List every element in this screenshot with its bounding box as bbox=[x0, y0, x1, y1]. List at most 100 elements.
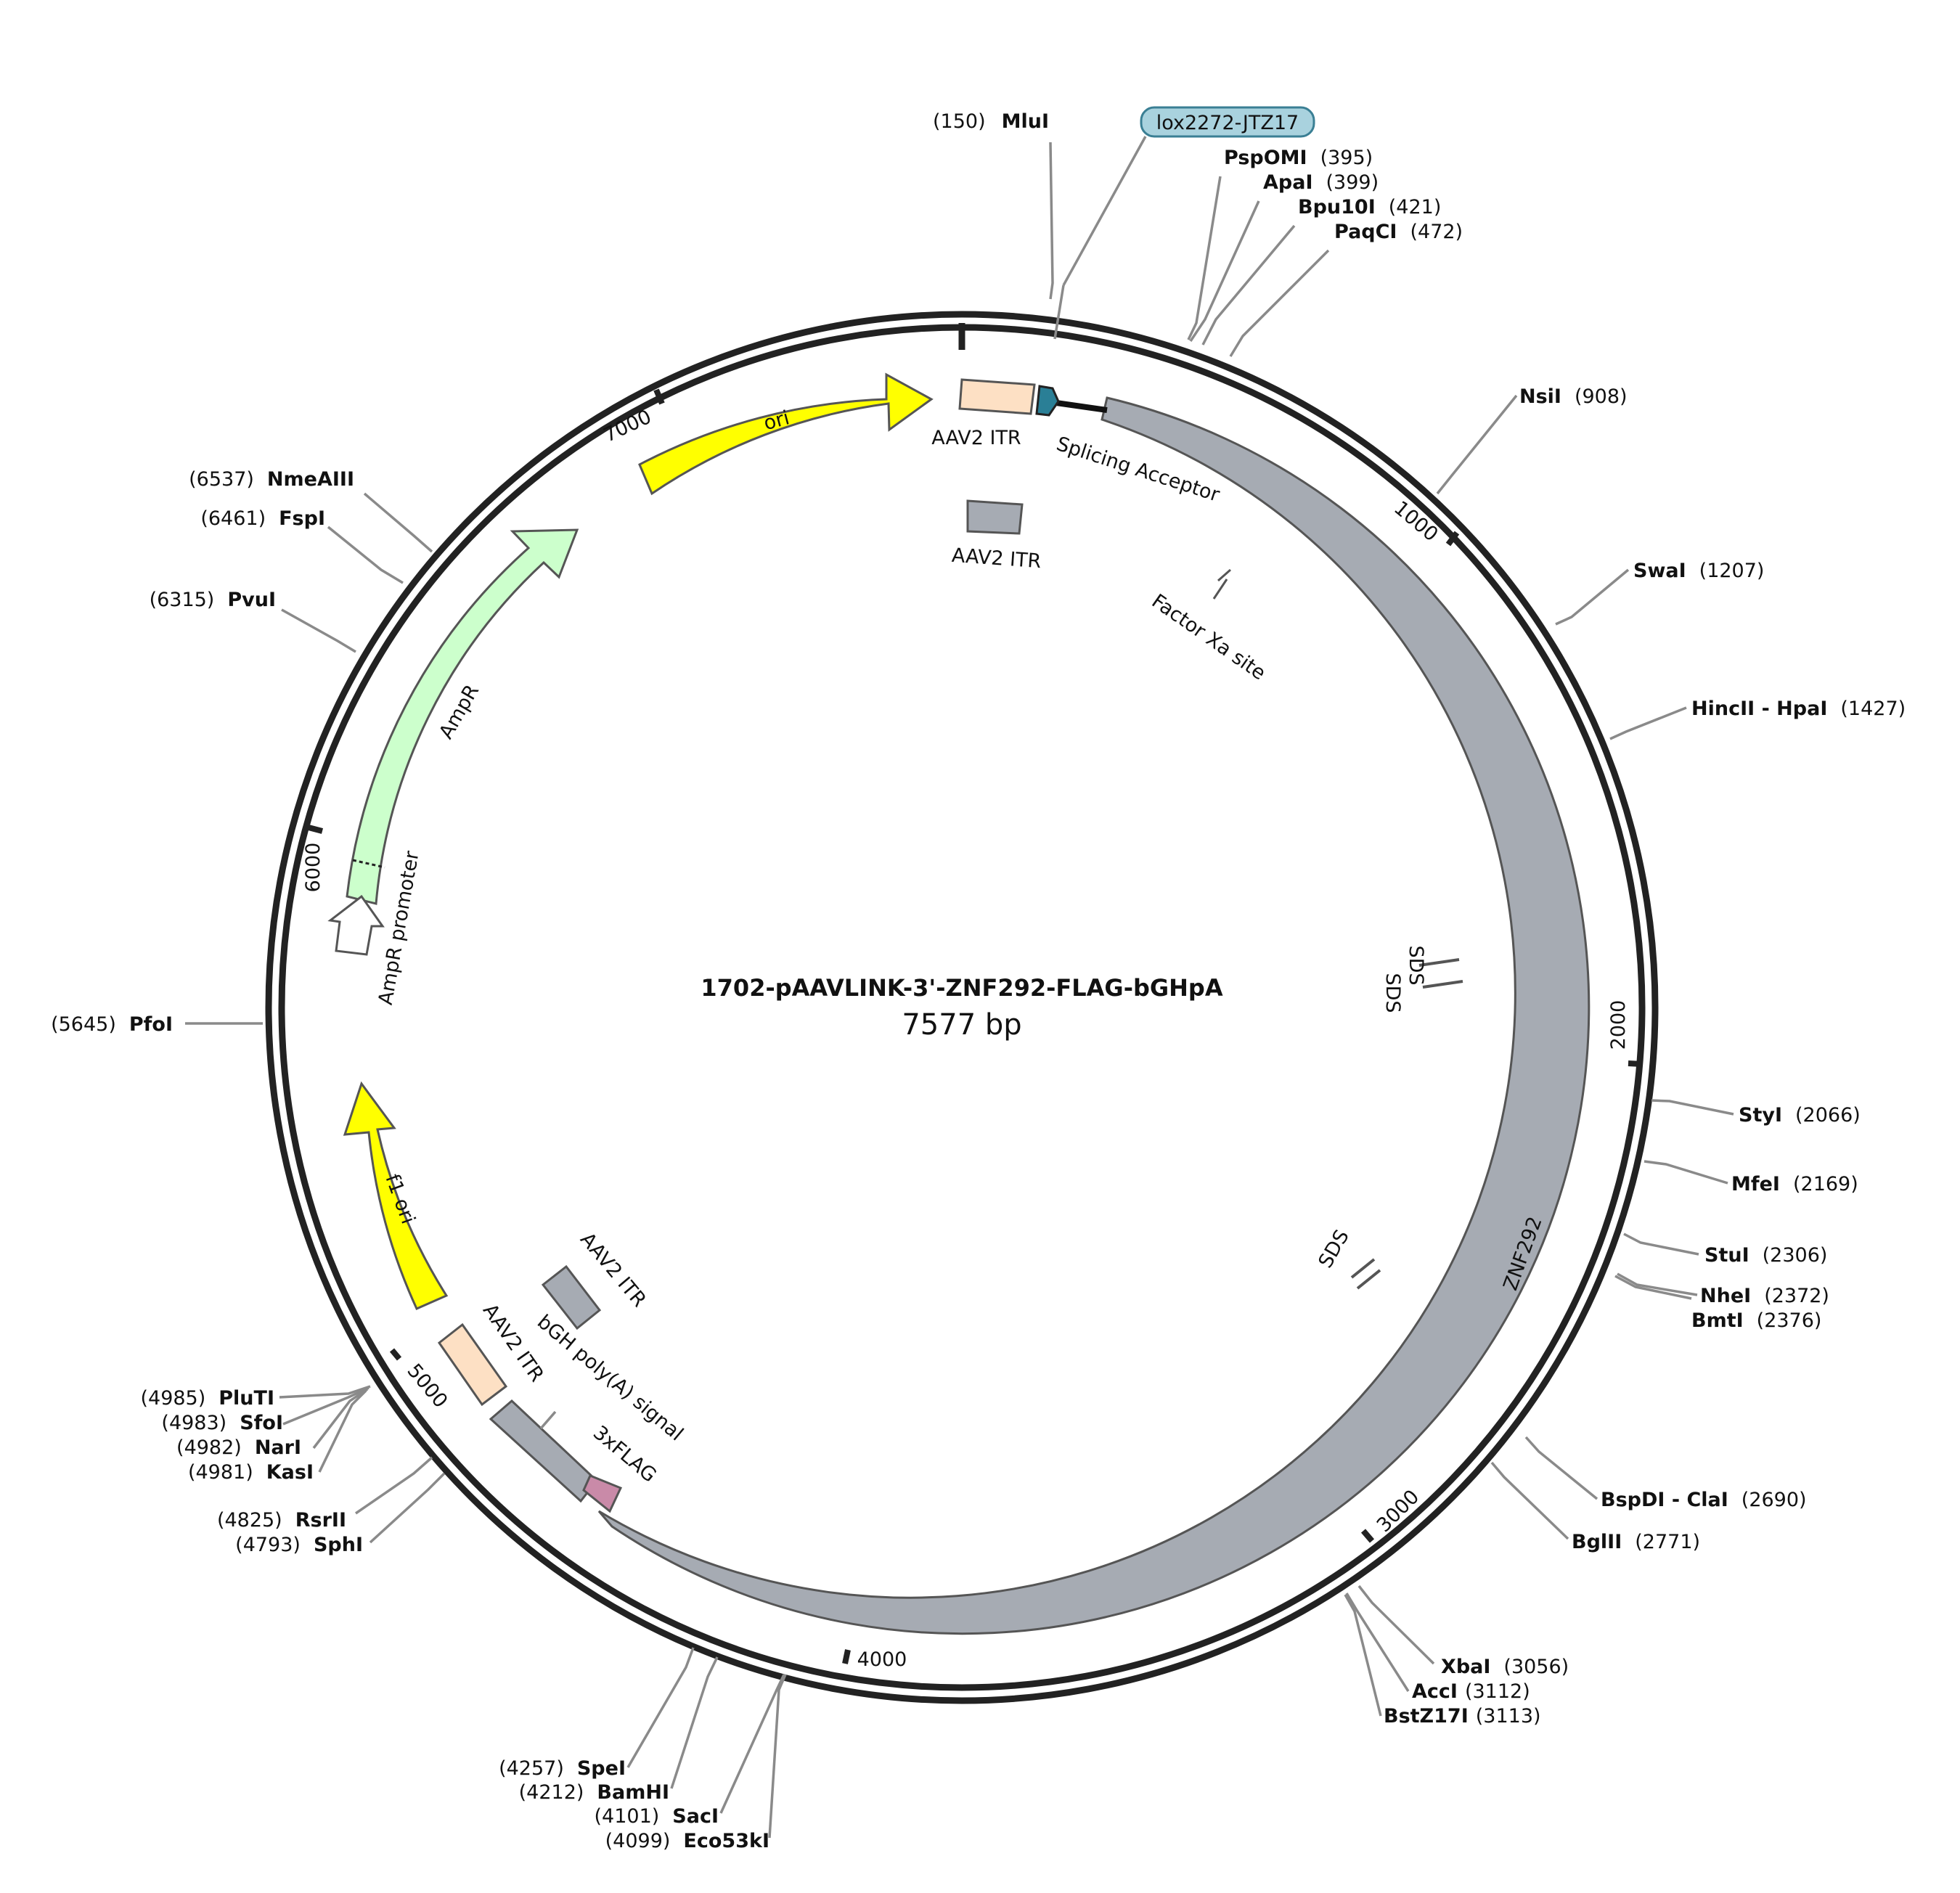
factor-xa-mark-2 bbox=[1212, 578, 1228, 600]
splicing-acceptor-line bbox=[1055, 400, 1108, 413]
site-fspi-name: FspI bbox=[279, 507, 325, 530]
leader-bmti bbox=[1614, 1275, 1692, 1300]
leader-mfei bbox=[1643, 1160, 1728, 1185]
site-saci-pos: (4101) bbox=[595, 1805, 660, 1828]
znf292-arc bbox=[597, 396, 1591, 1635]
site-nari-pos: (4982) bbox=[176, 1436, 242, 1459]
site-pfoi: (5645)PfoI bbox=[51, 1013, 173, 1036]
tick-3000 bbox=[1360, 1529, 1375, 1543]
leader-hincii bbox=[1609, 706, 1687, 740]
site-nsii: NsiI(908) bbox=[1519, 385, 1628, 408]
site-mfei: MfeI (2169) bbox=[1731, 1173, 1858, 1195]
site-pluti-pos: (4985) bbox=[140, 1387, 205, 1410]
site-sfoi-pos: (4983) bbox=[161, 1412, 226, 1434]
site-nmeaiii-name: NmeAIII bbox=[267, 468, 354, 491]
site-pluti: (4985) PluTI bbox=[140, 1387, 274, 1410]
leader-paqci bbox=[1229, 249, 1330, 357]
backbone bbox=[265, 311, 1659, 1704]
site-fspi-pos: (6461) bbox=[200, 507, 266, 530]
tick-6000 bbox=[307, 825, 324, 834]
site-nhei-pos: (2372) bbox=[1764, 1285, 1829, 1307]
flag-label: 3xFLAG bbox=[589, 1421, 661, 1487]
site-rsrii-pos: (4825) bbox=[217, 1509, 282, 1532]
sds-3-mark-2 bbox=[1356, 1269, 1381, 1290]
site-pspomi-pos: (395) bbox=[1320, 147, 1373, 169]
tick-label-2000: 2000 bbox=[1607, 1000, 1630, 1050]
site-mlui-pos: (150) bbox=[933, 110, 986, 133]
site-bamhi-name: BamHI bbox=[597, 1781, 669, 1804]
plasmid-name: 1702-pAAVLINK-3'-ZNF292-FLAG-bGHpA bbox=[701, 974, 1222, 1002]
site-bglii: BglII(2771) bbox=[1572, 1531, 1700, 1553]
site-nsii-pos: (908) bbox=[1575, 385, 1628, 408]
site-nhei-name: NheI bbox=[1700, 1285, 1751, 1307]
site-swai-name: SwaI bbox=[1633, 560, 1686, 582]
site-clai: BspDI - ClaI(2690) bbox=[1601, 1489, 1807, 1511]
feature-lox: lox2272-JTZ17 bbox=[1053, 106, 1315, 340]
site-bpu10i: Bpu10I(421) bbox=[1298, 196, 1441, 218]
leader-apai bbox=[1189, 200, 1260, 342]
feature-aav2-itr-bottom-gray: AAV2 ITR bbox=[541, 1228, 650, 1330]
site-sfoi-name: SfoI bbox=[240, 1412, 283, 1434]
lox-label: lox2272-JTZ17 bbox=[1156, 112, 1299, 134]
site-nmeaiii-pos: (6537) bbox=[189, 468, 254, 491]
sds-2-label: SDS bbox=[1381, 973, 1404, 1013]
feature-ampr: AmpR bbox=[346, 528, 579, 905]
sds-1-label: SDS bbox=[1405, 945, 1427, 985]
bgh-polya-leader bbox=[539, 1410, 557, 1430]
feature-factor-xa: Factor Xa site bbox=[1148, 568, 1270, 685]
site-saci-name: SacI bbox=[672, 1805, 719, 1828]
site-kasi-pos: (4981) bbox=[188, 1461, 253, 1484]
site-fspi: (6461) FspI bbox=[200, 507, 325, 530]
lox-leader bbox=[1062, 136, 1147, 286]
site-bstz17i: BstZ17I(3113) bbox=[1384, 1705, 1541, 1728]
site-bmti-pos: (2376) bbox=[1757, 1309, 1822, 1332]
tick-label-6000: 6000 bbox=[302, 843, 324, 893]
site-rsrii-name: RsrII bbox=[295, 1509, 346, 1532]
site-xbai-pos: (3056) bbox=[1503, 1656, 1569, 1678]
leader-rsrii bbox=[355, 1456, 433, 1515]
factor-xa-label: Factor Xa site bbox=[1148, 590, 1270, 685]
site-eco53ki: (4099)Eco53kI bbox=[605, 1830, 769, 1852]
site-eco53ki-pos: (4099) bbox=[605, 1830, 671, 1852]
flag-arrow bbox=[582, 1474, 623, 1513]
leader-bstz17i bbox=[1344, 1594, 1382, 1717]
leader-bamhi bbox=[670, 1656, 719, 1789]
lox-leader-2 bbox=[1053, 285, 1065, 340]
site-labels: (150)MluI PspOMI(395) ApaI(399) Bpu10I(4… bbox=[51, 110, 1906, 1852]
leader-pspomi bbox=[1187, 176, 1222, 340]
site-bamhi: (4212)BamHI bbox=[519, 1781, 669, 1804]
site-hincii-name: HincII - HpaI bbox=[1691, 698, 1827, 720]
leader-pvui bbox=[281, 608, 356, 653]
site-mfei-name: MfeI bbox=[1731, 1173, 1780, 1195]
site-spei-pos: (4257) bbox=[499, 1757, 564, 1780]
leader-bpu10i bbox=[1201, 224, 1296, 346]
site-bstz17i-pos: (3113) bbox=[1476, 1705, 1541, 1728]
site-nmeaiii: (6537) NmeAIII bbox=[189, 468, 354, 491]
site-pluti-name: PluTI bbox=[219, 1387, 274, 1410]
leader-nmeaiii bbox=[363, 492, 433, 553]
sds-1-mark bbox=[1418, 958, 1460, 967]
leader-fspi bbox=[327, 526, 404, 584]
leader-nari bbox=[312, 1388, 368, 1450]
tick-label-4000: 4000 bbox=[857, 1648, 907, 1671]
site-mfei-pos: (2169) bbox=[1793, 1173, 1858, 1195]
site-acci: AccI(3112) bbox=[1412, 1680, 1530, 1703]
plasmid-size: 7577 bp bbox=[902, 1008, 1021, 1042]
site-acci-name: AccI bbox=[1412, 1680, 1458, 1703]
site-pspomi-name: PspOMI bbox=[1224, 147, 1307, 169]
bgh-polya-label: bGH poly(A) signal bbox=[533, 1311, 687, 1446]
leader-mlui bbox=[1049, 142, 1054, 300]
aav2-itr-top-gray-shape bbox=[966, 499, 1024, 535]
tick-7000 bbox=[653, 388, 665, 405]
site-pfoi-name: PfoI bbox=[129, 1013, 173, 1036]
backbone-outer-ring bbox=[265, 311, 1659, 1704]
site-mlui-name: MluI bbox=[1002, 110, 1049, 133]
site-rsrii: (4825) RsrII bbox=[217, 1509, 346, 1532]
feature-f1-ori: f1 ori bbox=[343, 1081, 449, 1310]
leader-styi bbox=[1651, 1099, 1734, 1116]
leader-bglii bbox=[1490, 1461, 1569, 1540]
tick-4000 bbox=[842, 1649, 851, 1664]
site-hincii: HincII - HpaI(1427) bbox=[1691, 698, 1906, 720]
aav2-itr-bottom-gray-shape bbox=[541, 1264, 602, 1330]
